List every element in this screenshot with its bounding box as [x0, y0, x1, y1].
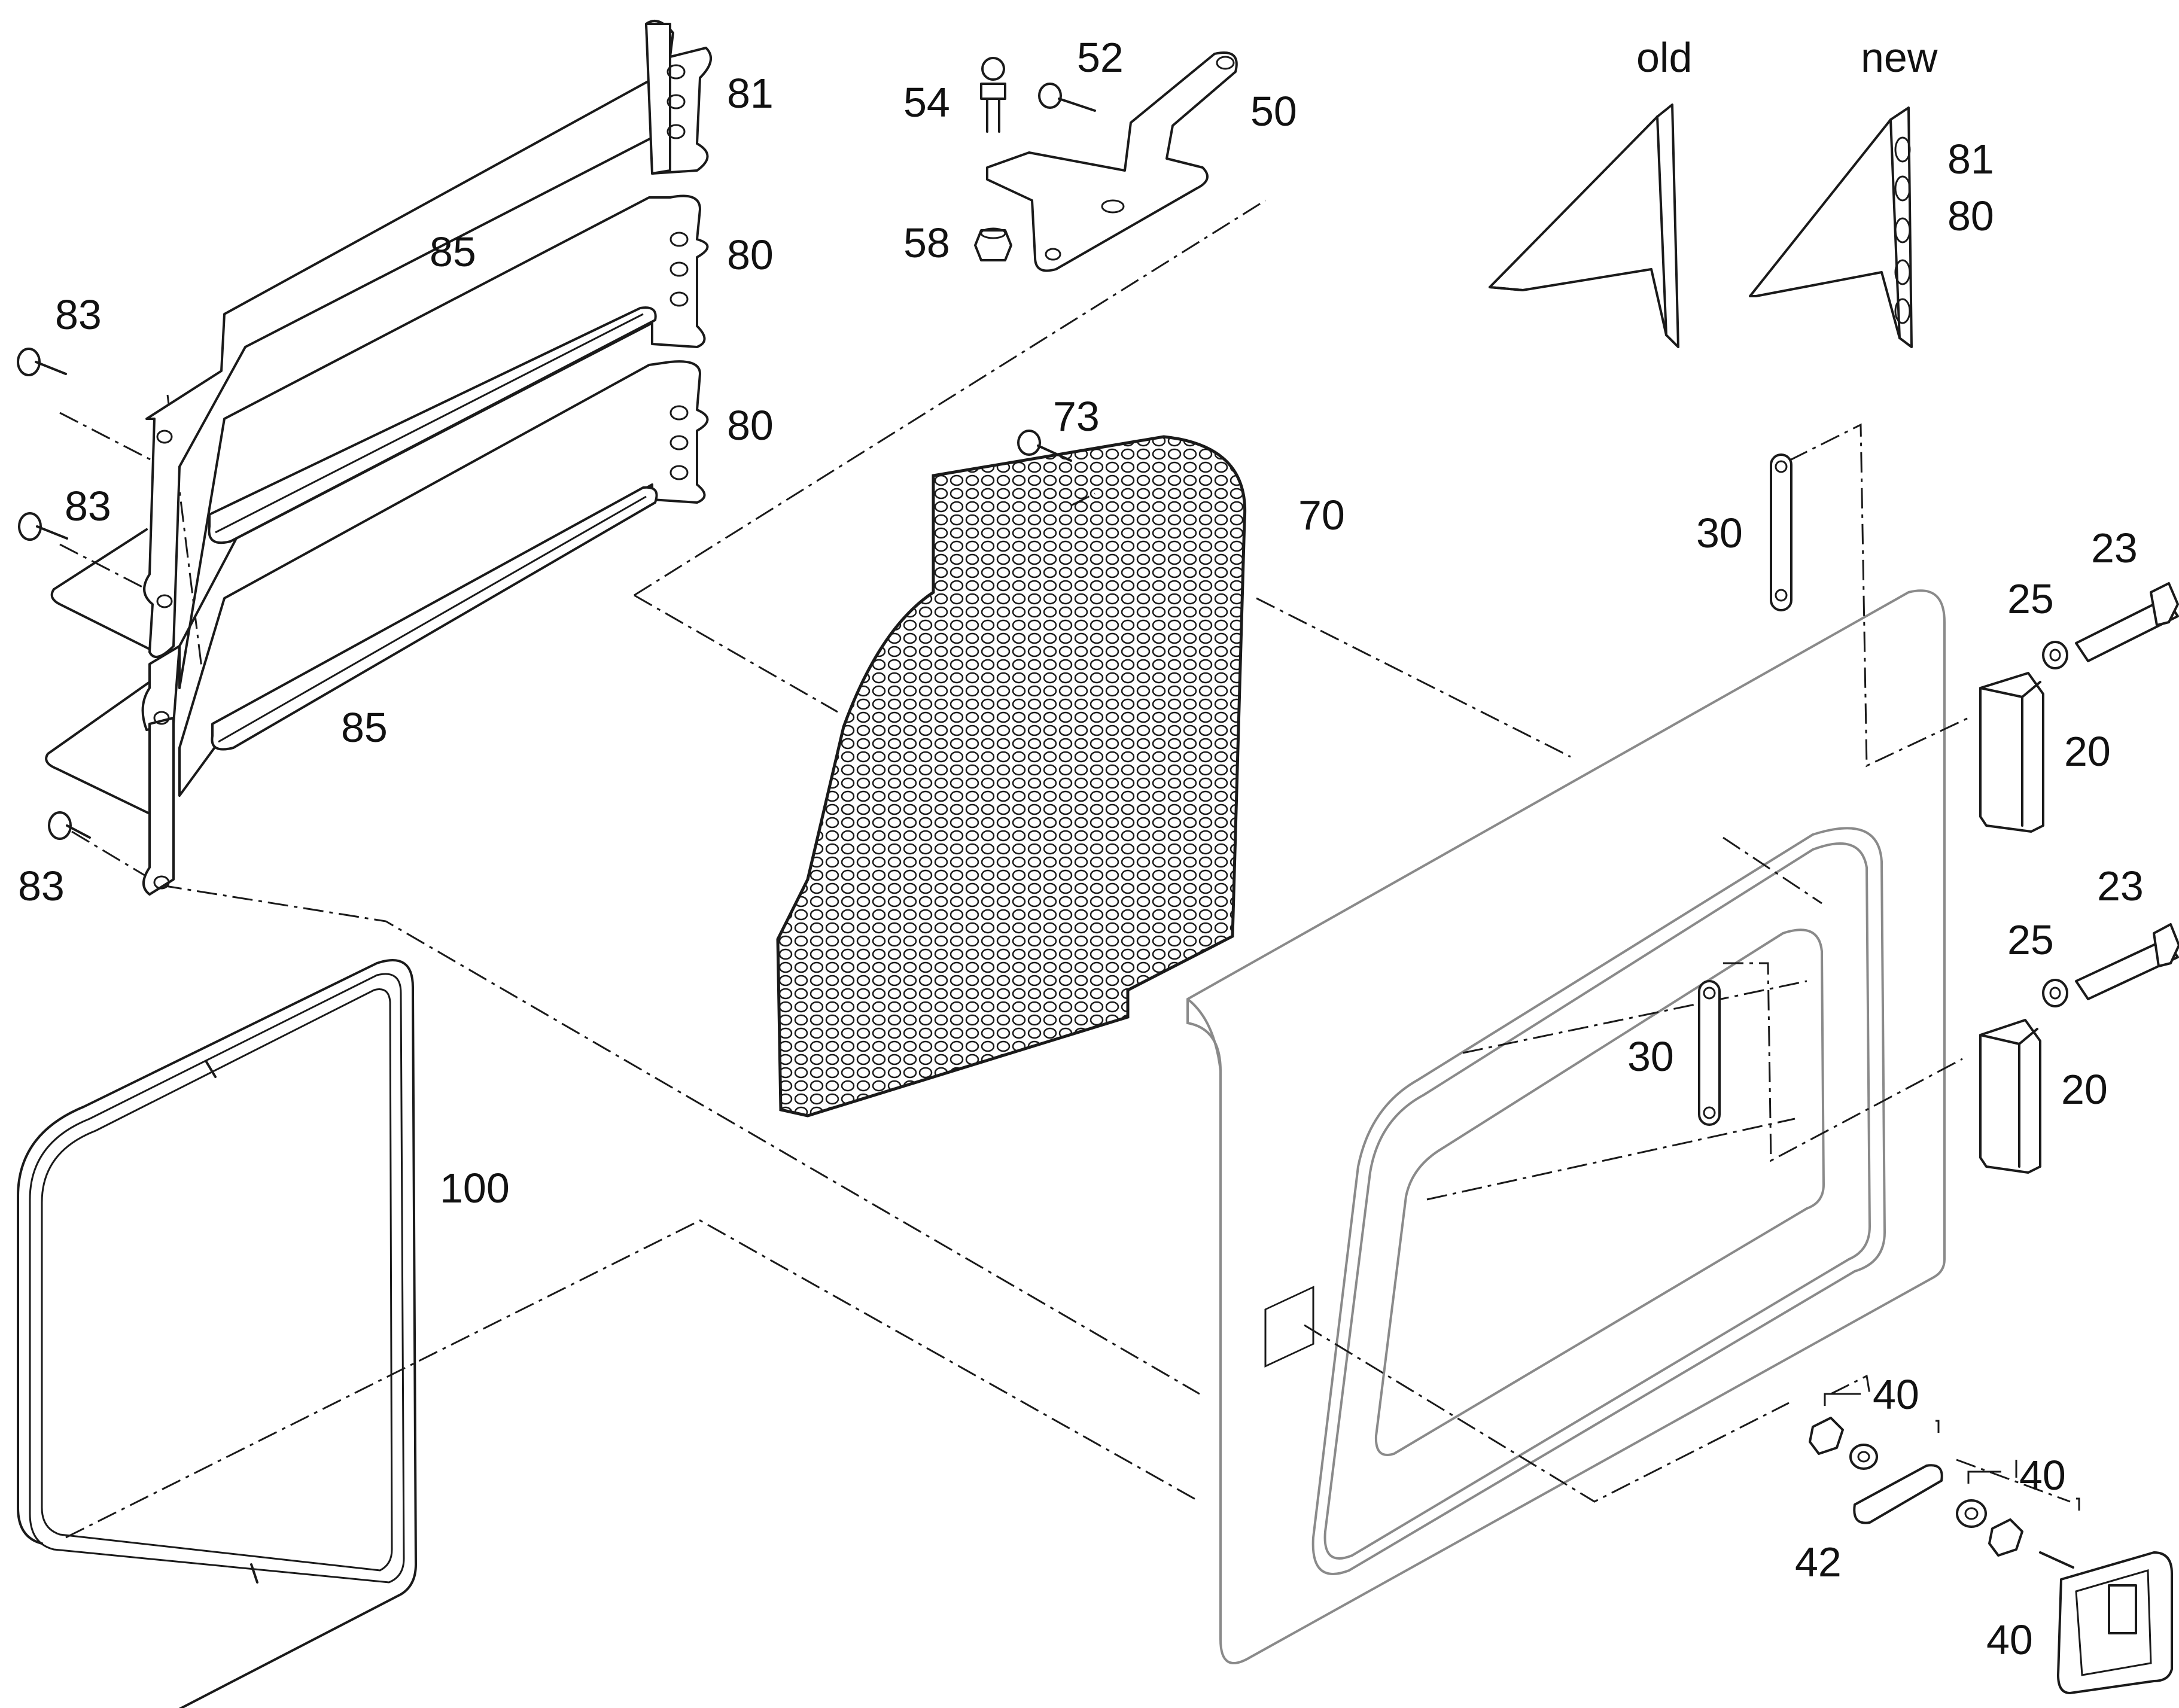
callout-80-frame-lower: 80	[727, 402, 774, 449]
latch-plate-42	[1853, 1464, 1943, 1524]
callout-54: 54	[903, 79, 950, 126]
callout-20-upper: 20	[2064, 728, 2111, 775]
bolt-83-top	[17, 348, 67, 376]
mesh-guard-70	[776, 435, 1247, 1118]
callout-new: new	[1861, 34, 1938, 81]
hinge-20-lower	[1979, 1019, 2041, 1174]
callout-83-middle: 83	[65, 483, 111, 529]
hinge-20-upper	[1979, 672, 2044, 833]
ball-stud-54	[980, 57, 1006, 133]
bolt-23-upper	[2075, 582, 2179, 662]
bracket-detail-old	[1489, 103, 1679, 348]
shelf-bar-upper	[208, 306, 657, 544]
callout-brackets-40	[1824, 1393, 2080, 1511]
washer-25-upper	[2042, 641, 2068, 669]
bracket-50	[986, 51, 1238, 272]
bolt-83-middle	[18, 512, 68, 541]
bolt-23-lower	[2075, 923, 2179, 1000]
callout-30-lower: 30	[1627, 1033, 1674, 1080]
callout-100: 100	[440, 1165, 510, 1211]
shelf-mounting-frame	[45, 20, 712, 896]
callout-old: old	[1636, 34, 1692, 81]
door-panel	[1186, 589, 1946, 1664]
latch-handle-40	[2057, 1551, 2173, 1694]
washer-40-a	[1849, 1444, 1878, 1470]
assembly-lines	[59, 199, 2071, 1539]
callout-83-bottom: 83	[18, 863, 65, 909]
callout-85-upper: 85	[430, 229, 476, 275]
callout-23-lower: 23	[2097, 863, 2144, 909]
link-30-upper	[1770, 453, 1792, 611]
callout-52: 52	[1077, 34, 1124, 81]
callout-50: 50	[1250, 88, 1297, 135]
nut-40-a	[1809, 1417, 1844, 1455]
window-seal-100	[17, 959, 417, 1708]
callout-80-detail: 80	[1947, 193, 1994, 239]
link-30-lower	[1698, 980, 1721, 1126]
callout-30-upper: 30	[1696, 510, 1743, 556]
callout-40-b: 40	[2019, 1452, 2066, 1499]
callout-20-lower: 20	[2061, 1066, 2108, 1113]
washer-25-lower	[2042, 979, 2068, 1007]
callout-73: 73	[1053, 393, 1100, 440]
nut-58	[974, 227, 1012, 261]
shelf-bar-lower	[211, 486, 658, 751]
callout-85-lower: 85	[341, 704, 388, 751]
callout-58: 58	[903, 220, 950, 266]
callout-labels: 81 80 80 85 85 83 83 83 54 52 50 58 73 7…	[18, 34, 2144, 1663]
nut-40-b	[1988, 1518, 2023, 1557]
callout-40-c: 40	[1986, 1616, 2033, 1663]
screw-73	[1017, 430, 1072, 462]
callout-42: 42	[1795, 1539, 1842, 1585]
callout-23-upper: 23	[2091, 525, 2138, 571]
washer-40-b	[1956, 1499, 1987, 1528]
bolt-83-bottom	[48, 811, 91, 840]
screw-52	[1038, 83, 1096, 112]
bracket-detail-new	[1749, 106, 1913, 348]
callout-25-upper: 25	[2007, 576, 2054, 622]
callout-83-top: 83	[55, 291, 102, 338]
callout-70: 70	[1298, 492, 1345, 538]
callout-25-lower: 25	[2007, 917, 2054, 963]
callout-40-a: 40	[1873, 1371, 1919, 1418]
callout-81-frame: 81	[727, 70, 774, 117]
latch-screw-40	[2039, 1551, 2074, 1569]
callout-80-frame-upper: 80	[727, 232, 774, 278]
callout-81-detail: 81	[1947, 136, 1994, 182]
